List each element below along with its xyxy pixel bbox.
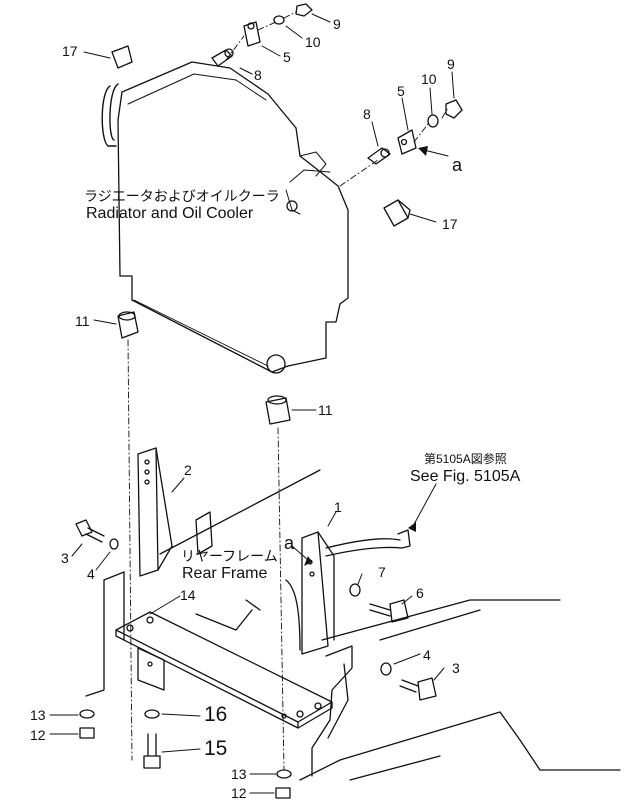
callout-5-top: 5: [283, 49, 291, 65]
callout-7: 7: [378, 564, 386, 580]
mounting-plate: [115, 611, 353, 777]
rear-frame-label-en: Rear Frame: [182, 565, 268, 582]
callout-10-right: 10: [421, 71, 437, 87]
callout-6: 6: [416, 585, 424, 601]
brackets: [137, 447, 335, 655]
see-fig-label-jp: 第5105A図参照: [424, 452, 507, 466]
callout-12-right: 12: [231, 785, 247, 801]
pipe-reference: [325, 529, 411, 557]
callout-13-right: 13: [231, 766, 247, 782]
leader-lines: [49, 13, 455, 794]
callout-3-left: 3: [61, 550, 69, 566]
top-hardware: [111, 3, 463, 227]
view-arrow-label-a-lower: a: [284, 533, 295, 553]
fasteners: [75, 519, 437, 799]
rear-frame-label-jp: リヤーフレーム: [181, 548, 278, 564]
see-fig-label-en: See Fig. 5105A: [410, 468, 521, 485]
callout-11-right: 11: [318, 402, 333, 418]
callout-4-left: 4: [87, 566, 95, 582]
callout-12-left: 12: [30, 727, 46, 743]
callout-2: 2: [184, 462, 192, 478]
callout-17-right: 17: [442, 216, 458, 232]
callout-3-right: 3: [452, 660, 460, 676]
callout-14: 14: [180, 587, 196, 603]
callout-9-right: 9: [447, 56, 455, 72]
callout-9-top: 9: [333, 16, 341, 32]
mount-rubbers: [117, 311, 291, 425]
callout-16: 16: [204, 703, 228, 726]
radiator-label-en: Radiator and Oil Cooler: [86, 205, 254, 222]
callout-13-left: 13: [30, 707, 46, 723]
radiator-oil-cooler: [101, 61, 349, 374]
callout-8-top: 8: [254, 67, 262, 83]
rear-frame: [85, 469, 621, 781]
callout-10-top: 10: [305, 34, 321, 50]
callout-1: 1: [334, 499, 342, 515]
callout-11-left: 11: [75, 313, 90, 329]
callout-4-right: 4: [423, 647, 431, 663]
view-arrow-label-a: a: [452, 155, 463, 175]
callout-8-right: 8: [363, 106, 371, 122]
radiator-label-jp: ラジエータおよびオイルクーラ: [84, 188, 280, 204]
guide-lines: [127, 11, 449, 771]
arrowheads: [304, 146, 428, 566]
callout-5-right: 5: [397, 83, 405, 99]
callout-15: 15: [204, 737, 228, 760]
callout-17-left: 17: [62, 43, 78, 59]
